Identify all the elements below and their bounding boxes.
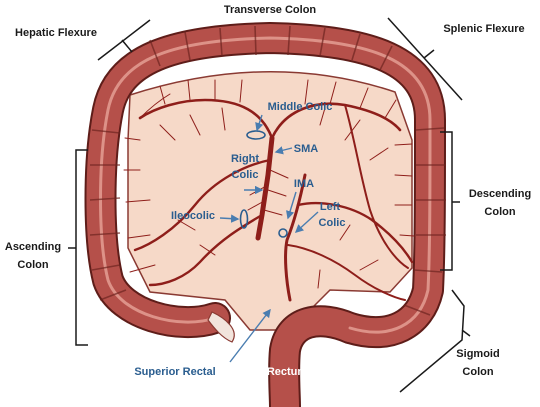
label-ileocolic: Ileocolic bbox=[171, 210, 215, 222]
label-sigmoid-colon-1: Sigmoid bbox=[456, 348, 499, 360]
label-transverse-colon: Transverse Colon bbox=[224, 4, 317, 16]
appendix bbox=[207, 311, 235, 343]
sma-trunk bbox=[255, 135, 275, 241]
label-descending-colon-1: Descending bbox=[469, 188, 531, 200]
label-hepatic-flexure: Hepatic Flexure bbox=[15, 27, 97, 39]
arrow-sma bbox=[274, 146, 293, 155]
ima-trunk bbox=[284, 173, 307, 302]
label-left-colic-1: Left bbox=[320, 201, 341, 213]
label-splenic-flexure: Splenic Flexure bbox=[443, 23, 524, 35]
label-sigmoid-colon-2: Colon bbox=[462, 366, 493, 378]
arrow-left-colic bbox=[294, 211, 319, 233]
splenic-flexure-bracket bbox=[387, 17, 463, 101]
arrow-superior-rectal bbox=[229, 308, 271, 363]
label-rectum: Rectum bbox=[267, 366, 308, 378]
hepatic-flexure-bracket bbox=[97, 19, 151, 61]
label-descending-colon-2: Colon bbox=[484, 206, 515, 218]
label-left-colic-2: Colic bbox=[319, 217, 346, 229]
ima-ligature bbox=[278, 228, 288, 238]
arrow-ima bbox=[286, 191, 297, 220]
label-ima: IMA bbox=[294, 178, 314, 190]
sigmoid-colon-bracket bbox=[399, 289, 471, 393]
label-sma: SMA bbox=[294, 143, 319, 155]
colon-inner-band bbox=[99, 36, 432, 334]
arrow-middle-colic bbox=[255, 114, 264, 132]
label-middle-colic: Middle Colic bbox=[268, 101, 333, 113]
brackets bbox=[68, 17, 471, 393]
haustra bbox=[89, 25, 446, 316]
ascending-colon-bracket bbox=[68, 149, 88, 346]
label-ascending-colon-1: Ascending bbox=[5, 241, 61, 253]
arrow-ileocolic bbox=[219, 214, 240, 223]
pointer-arrows bbox=[219, 114, 319, 363]
label-superior-rectal: Superior Rectal bbox=[134, 366, 215, 378]
label-right-colic-1: Right bbox=[231, 153, 259, 165]
descending-colon-bracket bbox=[440, 131, 460, 271]
label-ascending-colon-2: Colon bbox=[17, 259, 48, 271]
vessels bbox=[123, 79, 415, 302]
ileocolic-ligature bbox=[239, 209, 249, 229]
label-right-colic-2: Colic bbox=[232, 169, 259, 181]
